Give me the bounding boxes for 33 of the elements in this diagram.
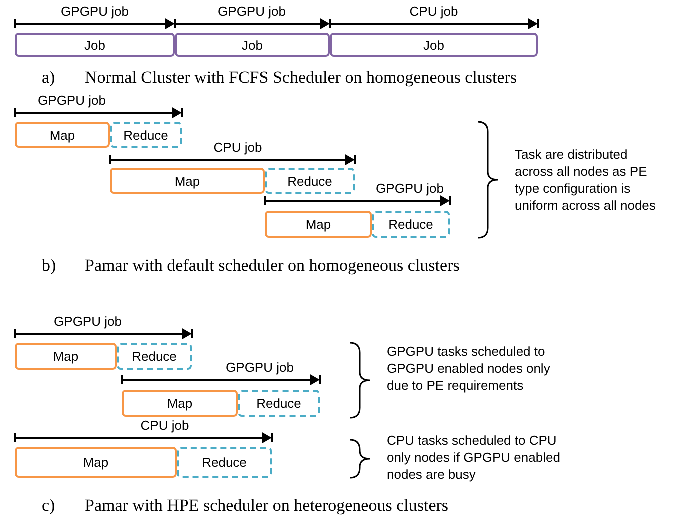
note-text: Task are distributed across all nodes as PE type configuration is uniform across all nodes xyxy=(515,146,657,214)
map-task-box: Map xyxy=(15,343,117,370)
job-type-label: GPGPU job xyxy=(54,314,122,329)
map-task-box: Map xyxy=(122,390,238,417)
reduce-task-box: Reduce xyxy=(372,211,450,238)
job-type-label: CPU job xyxy=(140,418,190,433)
job-type-label: CPU job xyxy=(214,140,262,155)
job-type-label: CPU job xyxy=(410,4,458,19)
job-type-label: GPGPU job xyxy=(38,93,106,108)
reduce-task-box: Reduce xyxy=(110,122,182,148)
note-text: CPU tasks scheduled to CPU only nodes if GPGPU enabled nodes are busy xyxy=(387,432,562,483)
job-type-label: GPGPU job xyxy=(218,4,286,19)
job-bar: Job xyxy=(330,33,538,57)
panel-caption: Normal Cluster with FCFS Scheduler on homogeneous clusters xyxy=(85,68,518,88)
map-task-box: Map xyxy=(110,168,265,194)
map-task-box: Map xyxy=(265,211,372,238)
note-text: GPGPU tasks scheduled to GPGPU enabled nodes only due to PE requirements xyxy=(387,343,552,394)
job-bar: Job xyxy=(15,33,175,57)
panel-caption: Pamar with HPE scheduler on heterogeneous clusters xyxy=(85,496,449,516)
job-type-label: GPGPU job xyxy=(61,4,129,19)
panel-letter: a) xyxy=(42,68,56,88)
job-type-label: GPGPU job xyxy=(226,360,294,375)
panel-letter: b) xyxy=(42,256,56,276)
reduce-task-box: Reduce xyxy=(117,343,192,370)
job-bar: Job xyxy=(175,33,330,57)
reduce-task-box: Reduce xyxy=(177,447,272,478)
panel-letter: c) xyxy=(42,496,56,516)
reduce-task-box: Reduce xyxy=(238,390,320,417)
reduce-task-box: Reduce xyxy=(265,168,355,194)
map-task-box: Map xyxy=(15,122,110,148)
job-type-label: GPGPU job xyxy=(376,181,444,196)
map-task-box: Map xyxy=(15,447,177,478)
panel-caption: Pamar with default scheduler on homogeneous clusters xyxy=(85,256,460,276)
